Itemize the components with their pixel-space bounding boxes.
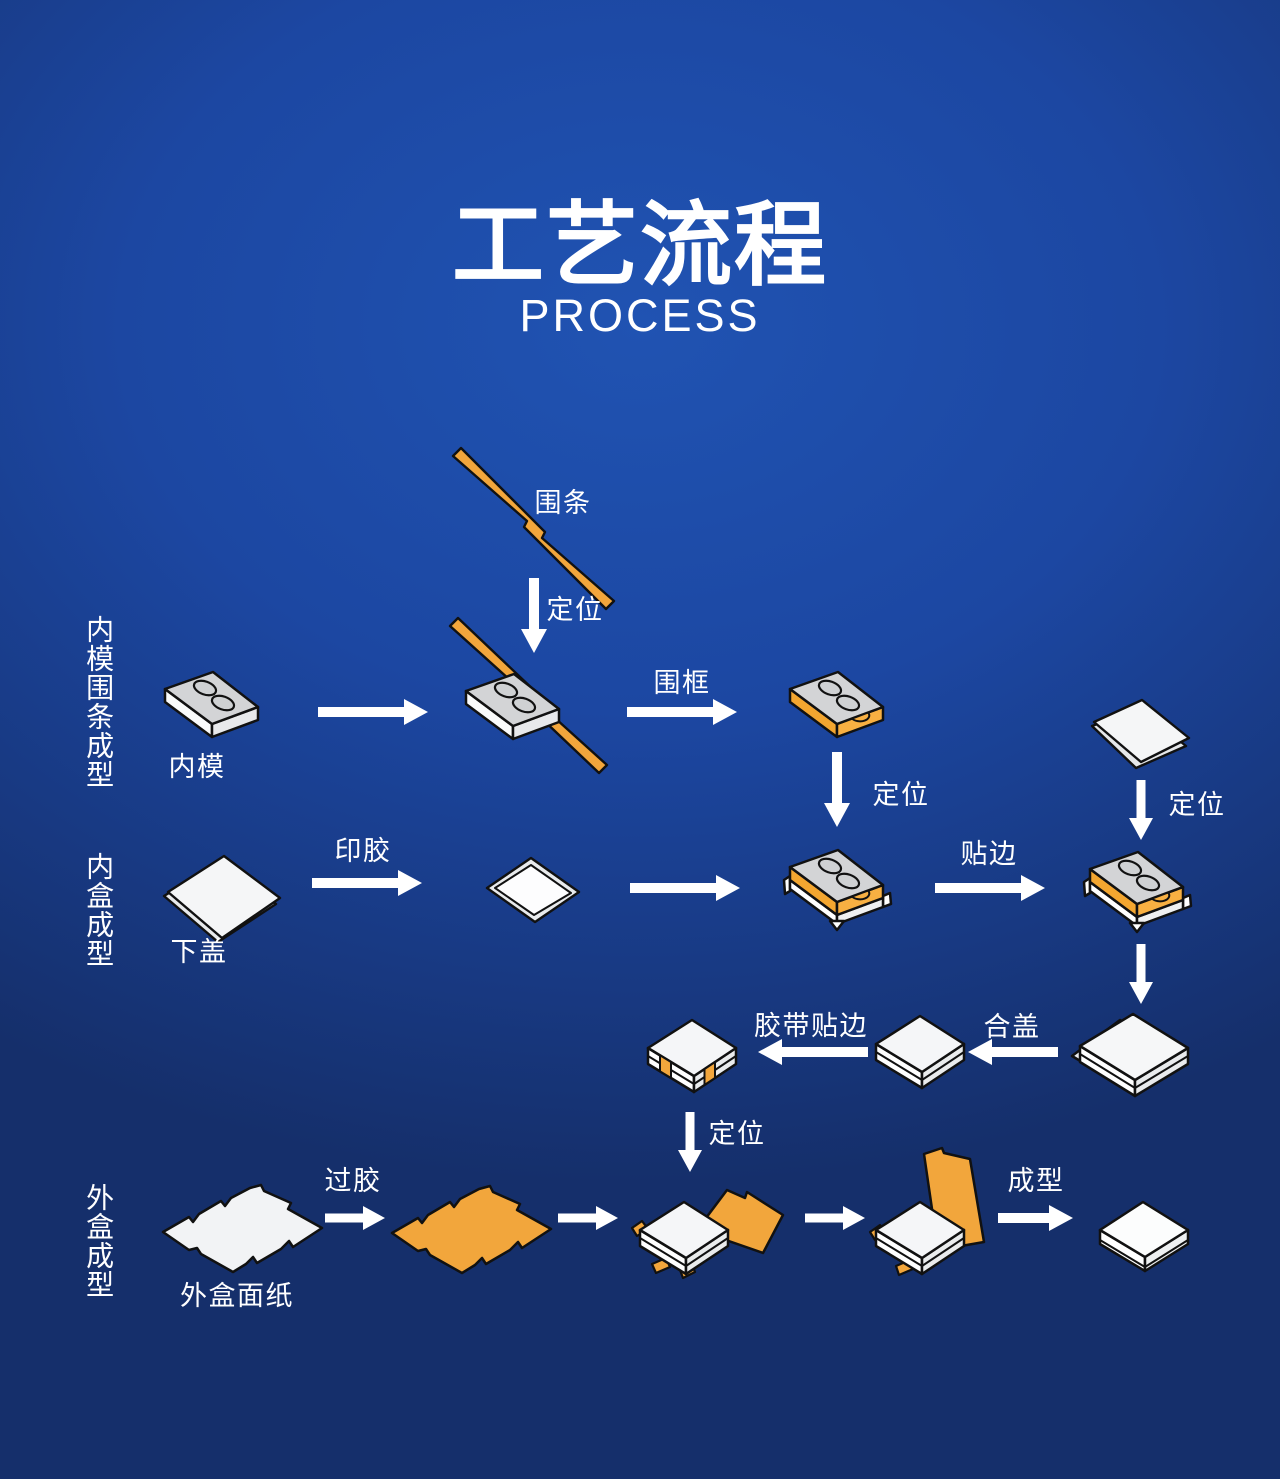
label-edge-paste: 贴边 <box>960 839 1018 869</box>
top-cover-sheet-illustration <box>1090 698 1191 770</box>
label-position-4: 定位 <box>708 1119 766 1149</box>
arrow-down-position-3 <box>1129 780 1153 840</box>
label-strip: 围条 <box>534 488 592 518</box>
edged-mold-on-sheet-illustration <box>1084 852 1191 932</box>
arrow-right-edge-paste <box>935 875 1045 901</box>
box-with-raised-flap-illustration <box>868 1146 986 1277</box>
taped-box-illustration <box>646 1018 738 1094</box>
arrow-right-2 <box>630 875 740 901</box>
label-position-2: 定位 <box>872 780 930 810</box>
arrow-right-forming <box>998 1205 1073 1231</box>
label-bottom-cover: 下盖 <box>170 937 228 967</box>
label-inner-mold: 内模 <box>168 752 226 782</box>
arrow-right-3 <box>558 1206 618 1230</box>
arrow-right-print-glue <box>312 870 422 896</box>
closed-box-loose-illustration <box>1070 1012 1190 1098</box>
closed-box-illustration <box>874 1014 966 1090</box>
page-title: 工艺流程 <box>451 195 828 297</box>
arrow-down-position-4 <box>678 1112 702 1172</box>
strip-on-mold-illustration <box>448 616 609 775</box>
arrow-down-position-1 <box>521 578 547 653</box>
label-position-3: 定位 <box>1168 790 1226 820</box>
label-position-1: 定位 <box>546 595 604 625</box>
arrow-left-tape-edge <box>758 1039 868 1065</box>
label-print-glue: 印胶 <box>334 836 392 866</box>
label-frame: 围框 <box>653 668 711 698</box>
mold-on-bottom-cover-illustration <box>784 850 891 930</box>
section-label-outer-box-forming: 外盒成型 <box>83 1183 115 1299</box>
label-close-cover: 合盖 <box>983 1012 1041 1042</box>
arrow-right-pass-glue <box>325 1206 385 1230</box>
arrow-down-close <box>1129 944 1153 1004</box>
arrow-right-4 <box>805 1206 865 1230</box>
label-outer-box-paper: 外盒面纸 <box>180 1281 294 1311</box>
bottom-cover-sheet-illustration <box>162 854 282 944</box>
label-tape-edge: 胶带贴边 <box>754 1011 868 1041</box>
glued-sheet-illustration <box>485 856 581 924</box>
arrow-right-1 <box>318 699 428 725</box>
glued-outer-paper-illustration <box>390 1184 553 1275</box>
box-on-glued-paper-illustration <box>630 1188 785 1280</box>
arrow-right-frame <box>627 699 737 725</box>
finished-box-illustration <box>1098 1200 1190 1273</box>
section-label-inner-mold-strip-forming: 内模围条成型 <box>83 615 115 789</box>
label-pass-glue: 过胶 <box>324 1166 382 1196</box>
section-label-inner-box-forming: 内盒成型 <box>83 852 115 968</box>
strip-illustration <box>451 446 616 611</box>
page-subtitle: PROCESS <box>519 290 761 341</box>
outer-box-paper-illustration <box>161 1183 324 1274</box>
inner-mold-plate-illustration <box>163 670 260 739</box>
label-forming: 成型 <box>1007 1166 1065 1196</box>
framed-mold-illustration <box>788 670 885 739</box>
arrow-left-close-cover <box>968 1039 1058 1065</box>
arrow-down-position-2 <box>824 752 850 827</box>
